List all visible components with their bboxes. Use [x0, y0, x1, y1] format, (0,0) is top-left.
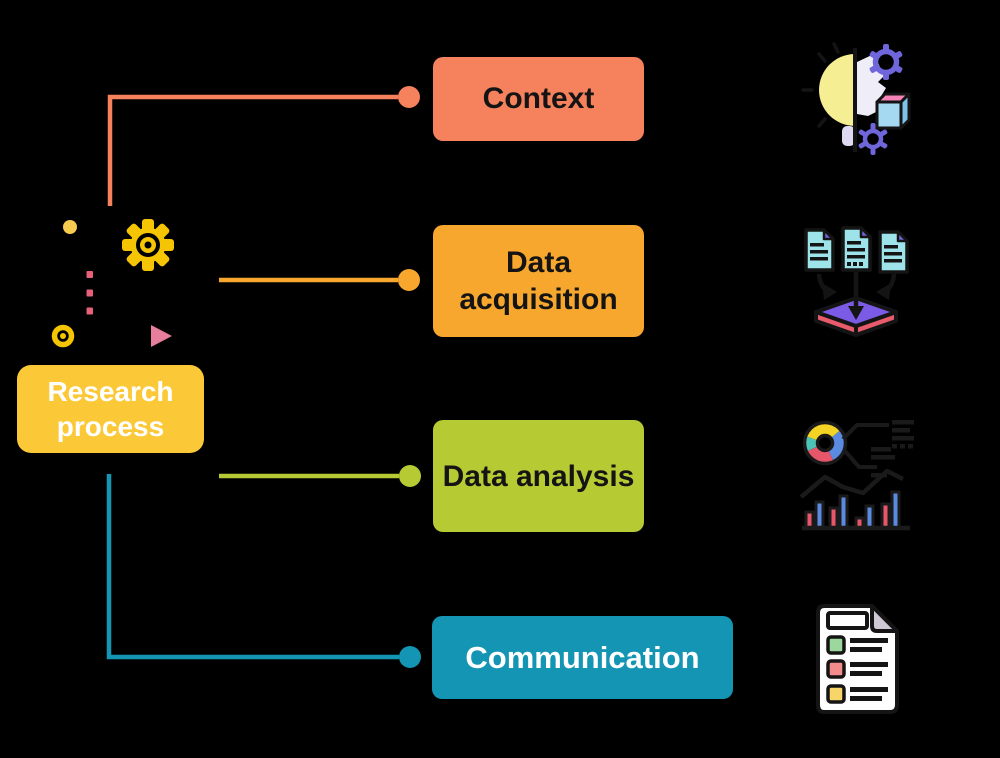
branch-label-data-acquisition: Data acquisition	[459, 246, 618, 316]
idea-head-gears-icon	[798, 40, 918, 160]
connector-dot-context	[398, 86, 420, 108]
callout-lines	[841, 423, 889, 469]
report-checklist-icon	[798, 600, 918, 720]
decor-dot	[63, 220, 77, 234]
checklist-rows	[826, 635, 846, 704]
branch-box-communication: Communication	[432, 616, 733, 699]
documents-into-collector-icon	[795, 222, 915, 342]
decor-dashed-line	[86, 271, 93, 315]
gear-icon	[122, 219, 174, 271]
document-header-box	[826, 611, 869, 630]
connector-communication	[106, 474, 421, 668]
connector-context	[107, 86, 420, 206]
flow-arrows	[816, 272, 897, 320]
line-chart	[799, 468, 905, 499]
document-right	[878, 230, 909, 274]
branch-label-communication: Communication	[465, 639, 700, 675]
callout-text-blocks	[871, 420, 914, 478]
half-lightbulb-shape	[819, 54, 855, 126]
document-middle	[841, 226, 872, 272]
cube-shape	[875, 92, 911, 130]
connector-analysis	[219, 465, 421, 487]
play-triangle-icon	[151, 325, 172, 347]
bulb-base-shape	[842, 126, 855, 146]
folded-corner-shape	[870, 604, 899, 633]
bar-chart	[802, 490, 910, 531]
checklist-text-lines	[850, 638, 888, 701]
donut-chart	[802, 420, 848, 466]
branch-label-context: Context	[482, 82, 595, 115]
document-left	[804, 228, 835, 272]
gear-bottom-icon	[858, 123, 888, 155]
connector-dot-communication	[399, 646, 421, 668]
branch-box-data-acquisition: Data acquisition	[433, 225, 644, 337]
bulb-rays	[801, 42, 840, 128]
branch-box-context: Context	[433, 57, 644, 141]
target-icon	[51, 324, 75, 348]
branch-box-data-analysis: Data analysis	[433, 420, 644, 532]
root-node-research-process: Research process	[17, 365, 204, 453]
connector-dot-analysis	[399, 465, 421, 487]
gear-top-icon	[869, 44, 903, 80]
charts-analytics-icon	[797, 417, 917, 537]
root-node-label: Research process	[47, 376, 174, 442]
connector-acquisition	[219, 269, 420, 291]
connector-dot-acquisition	[398, 269, 420, 291]
branch-label-data-analysis: Data analysis	[442, 459, 635, 493]
